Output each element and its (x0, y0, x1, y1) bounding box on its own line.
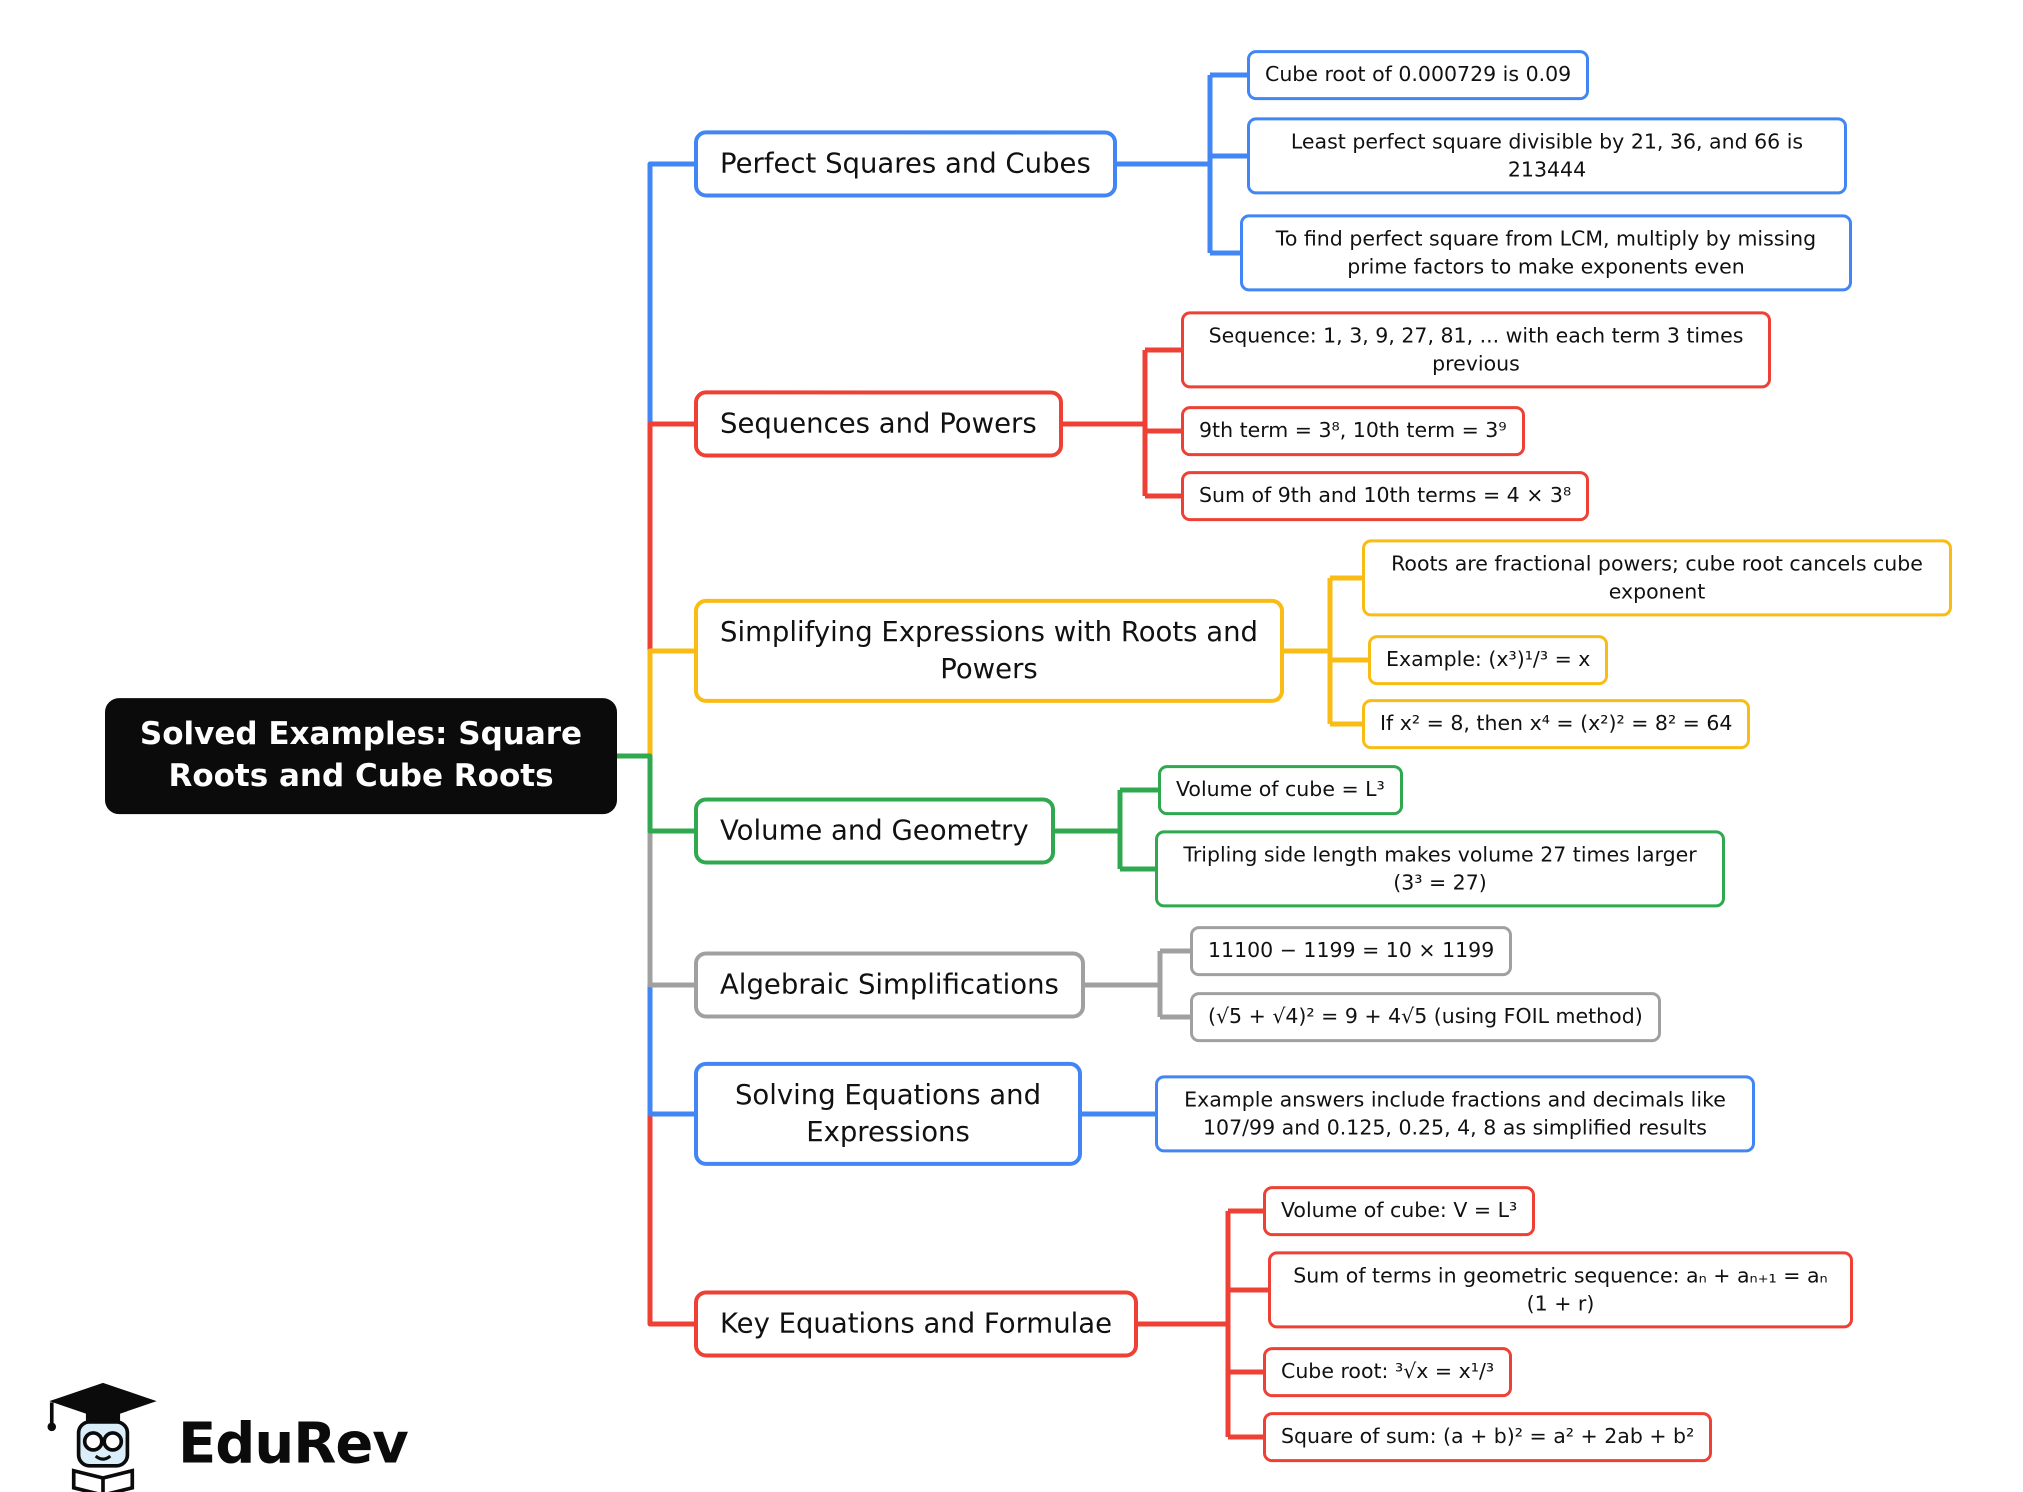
leaf-foil-method: (√5 + √4)² = 9 + 4√5 (using FOIL method) (1190, 992, 1661, 1042)
leaf-example-answers: Example answers include fractions and de… (1155, 1075, 1755, 1153)
leaf-sum-9th-10th-terms: Sum of 9th and 10th terms = 4 × 3⁸ (1181, 471, 1590, 521)
leaf-sequence-terms: Sequence: 1, 3, 9, 27, 81, ... with each… (1181, 311, 1771, 389)
leaf-volume-formula: Volume of cube: V = L³ (1263, 1186, 1536, 1236)
connector-branch-1 (575, 161, 712, 759)
connector-leaves-1 (1100, 72, 1262, 256)
leaf-x-squared-eight: If x² = 8, then x⁴ = (x²)² = 8² = 64 (1362, 699, 1751, 749)
leaf-least-perfect-square: Least perfect square divisible by 21, 36… (1247, 117, 1847, 195)
connector-leaves-4 (1020, 787, 1173, 872)
leaf-cube-root-0000729: Cube root of 0.000729 is 0.09 (1247, 50, 1590, 100)
leaf-example-cube-root-cancels: Example: (x³)¹/³ = x (1368, 635, 1609, 685)
branch-sequences-and-powers: Sequences and Powers (694, 390, 1063, 458)
leaf-geometric-sequence-sum: Sum of terms in geometric sequence: aₙ +… (1268, 1251, 1853, 1329)
connector-leaves-5 (1060, 948, 1205, 1020)
branch-solving-equations: Solving Equations and Expressions (694, 1061, 1082, 1167)
leaf-tripling-side-length: Tripling side length makes volume 27 tim… (1155, 830, 1725, 908)
central-topic: Solved Examples: Square Roots and Cube R… (105, 698, 617, 814)
leaf-9th-10th-term: 9th term = 3⁸, 10th term = 3⁹ (1181, 406, 1525, 456)
edurev-wordmark: EduRev (178, 1411, 409, 1477)
branch-key-equations-formulae: Key Equations and Formulae (694, 1290, 1139, 1358)
leaf-square-of-sum: Square of sum: (a + b)² = a² + 2ab + b² (1263, 1412, 1713, 1462)
connector-leaves-2 (1040, 347, 1196, 499)
leaf-roots-fractional-powers: Roots are fractional powers; cube root c… (1362, 539, 1952, 617)
leaf-perfect-square-from-lcm: To find perfect square from LCM, multipl… (1240, 214, 1852, 292)
branch-simplifying-expressions: Simplifying Expressions with Roots and P… (694, 598, 1284, 704)
leaf-11100-minus-1199: 11100 − 1199 = 10 × 1199 (1190, 926, 1513, 976)
connector-branch-7 (575, 753, 712, 1327)
leaf-cube-root-formula: Cube root: ³√x = x¹/³ (1263, 1347, 1513, 1397)
branch-volume-and-geometry: Volume and Geometry (694, 797, 1055, 865)
connector-leaves-7 (1120, 1208, 1283, 1440)
edurev-logo-icon (47, 1382, 157, 1492)
leaf-volume-of-cube: Volume of cube = L³ (1158, 765, 1403, 815)
branch-algebraic-simplifications: Algebraic Simplifications (694, 951, 1085, 1019)
branch-perfect-squares-and-cubes: Perfect Squares and Cubes (694, 130, 1117, 198)
